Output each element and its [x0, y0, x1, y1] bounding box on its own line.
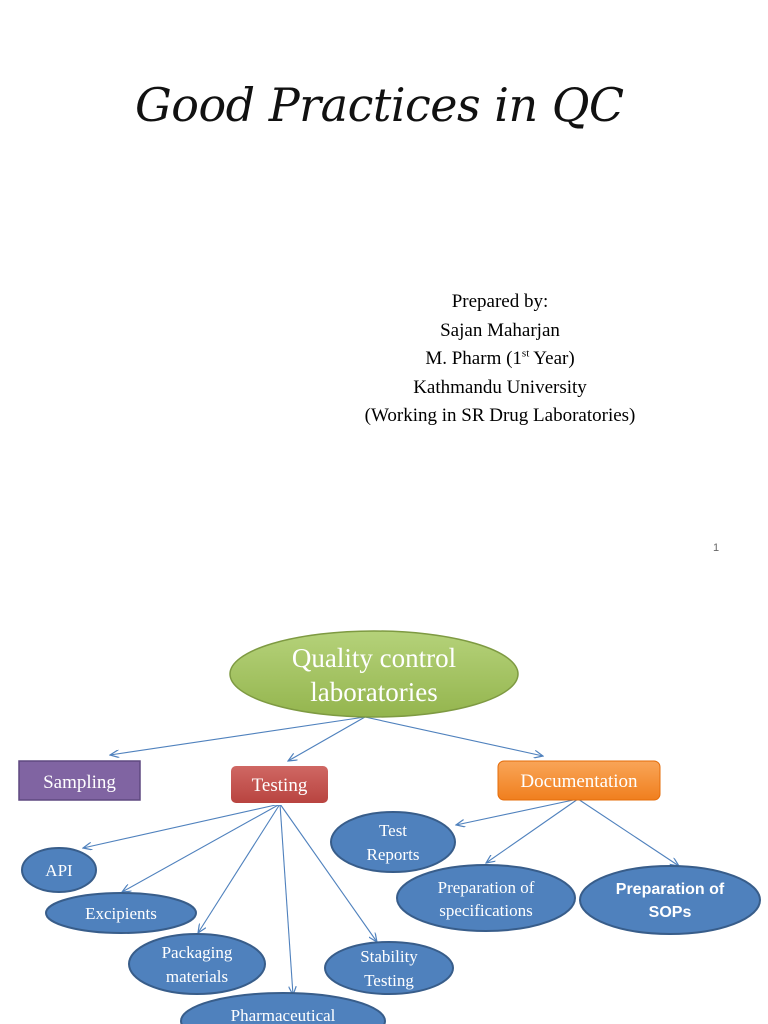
connector-documentation-test-reports: [456, 798, 579, 825]
leaf-stability-testing: Stability Testing: [324, 941, 454, 995]
degree-superscript: st: [521, 347, 530, 360]
test-reports-line2: Reports: [367, 845, 420, 864]
leaf-packaging-materials: Packaging materials: [128, 933, 266, 995]
connector-testing-excipients: [122, 803, 281, 892]
specifications-line1: Preparation of: [438, 878, 535, 897]
degree-prefix: M. Pharm (1: [425, 348, 522, 369]
stability-line2: Testing: [364, 971, 414, 990]
leaf-excipients: Excipients: [45, 892, 197, 934]
connector-testing-stability: [279, 803, 377, 942]
connector-documentation-specifications: [486, 798, 579, 863]
pharmaceutical-label: Pharmaceutical: [231, 1006, 336, 1024]
prepared-by-label: Prepared by:: [451, 291, 549, 312]
root-label-line1: Quality control: [292, 643, 456, 673]
api-label: API: [45, 861, 73, 880]
documentation-label: Documentation: [520, 771, 638, 792]
slide-title: Good Practices in QC: [135, 78, 624, 132]
sops-line1: Preparation of: [616, 881, 725, 898]
leaf-pharmaceutical: Pharmaceutical: [180, 992, 386, 1024]
connector-testing-api: [83, 803, 281, 848]
author-university: Kathmandu University: [413, 376, 587, 398]
connector-root-documentation: [364, 716, 543, 756]
slide-1: Good Practices in QC Prepared by: Sajan …: [135, 78, 720, 554]
connector-root-sampling: [110, 716, 366, 755]
degree-suffix: Year): [529, 348, 575, 369]
sops-line2: SOPs: [649, 904, 692, 921]
leaf-preparation-of-specifications: Preparation of specifications: [396, 864, 576, 932]
page-number: 1: [713, 542, 720, 554]
connector-root-testing: [288, 716, 366, 761]
slide-2: Quality control laboratories Sampling Te…: [0, 585, 768, 1024]
testing-label: Testing: [252, 775, 308, 796]
leaf-api: API: [21, 847, 97, 893]
sampling-label: Sampling: [43, 772, 116, 793]
connector-testing-packaging: [198, 803, 281, 933]
root-label-line2: laboratories: [310, 677, 437, 707]
node-testing: Testing: [229, 764, 330, 805]
qc-hierarchy-diagram: Quality control laboratories Sampling Te…: [18, 630, 761, 1024]
test-reports-line1: Test: [379, 821, 407, 840]
packaging-line1: Packaging: [162, 943, 233, 962]
author-degree: M. Pharm (1st Year): [330, 345, 670, 374]
stability-line1: Stability: [360, 947, 418, 966]
excipients-label: Excipients: [85, 904, 157, 923]
connector-lines: [83, 716, 679, 995]
leaf-test-reports: Test Reports: [330, 811, 456, 873]
connector-documentation-sops: [577, 798, 679, 866]
author-workplace: (Working in SR Drug Laboratories): [364, 405, 636, 426]
leaf-preparation-of-sops: Preparation of SOPs: [579, 865, 761, 935]
author-name: Sajan Maharjan: [440, 319, 560, 341]
connector-testing-pharmaceutical: [279, 803, 293, 995]
node-sampling: Sampling: [18, 760, 141, 801]
author-credits: Prepared by: Sajan Maharjan M. Pharm (1s…: [330, 288, 670, 431]
node-documentation: Documentation: [497, 760, 661, 801]
packaging-line2: materials: [166, 967, 228, 986]
specifications-line2: specifications: [439, 901, 532, 920]
node-quality-control-laboratories: Quality control laboratories: [229, 630, 519, 718]
